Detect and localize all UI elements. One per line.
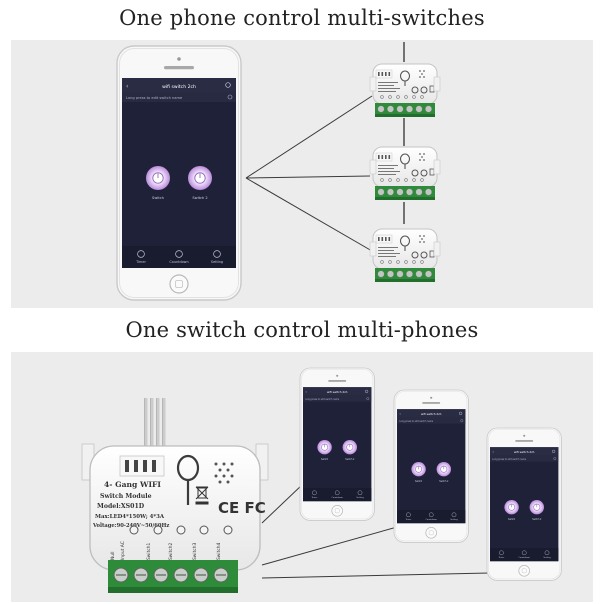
- module-max-label: Max:LED4*150W; 4*3A: [95, 514, 165, 520]
- connection-lines-bottom: [261, 483, 490, 579]
- small-switch-module-3: [369, 228, 441, 283]
- section-title-one-switch: One switch control multi-phones: [125, 318, 479, 342]
- top-phone: [117, 46, 241, 300]
- module-gang-label: 4- Gang WIFI: [104, 480, 161, 489]
- connection-lines-top: [245, 95, 373, 252]
- panel-one-phone: [11, 40, 593, 308]
- bottom-phone-3: [487, 428, 561, 580]
- bottom-phone-1: [300, 368, 374, 520]
- module-voltage-label: Voltage:90-240V~50/60Hz: [92, 523, 169, 529]
- bottom-phone-2: [394, 390, 468, 542]
- terminal-labels: Input AC Null Switch1 Switch2 Switch3 Sw…: [110, 541, 222, 560]
- four-gang-wifi-module: 4- Gang WIFI Switch Module Model:XS01D M…: [81, 443, 269, 593]
- svg-text:Switch1: Switch1: [146, 542, 152, 560]
- terminal-screws: [113, 567, 229, 583]
- module-model-label: Model:XS01D: [97, 503, 145, 510]
- weee-bin-icon: [195, 486, 209, 505]
- terminal-screw-holes: [129, 525, 233, 535]
- module-type-label: Switch Module: [100, 493, 152, 500]
- svg-text:Null: Null: [110, 551, 116, 560]
- svg-text:Switch4: Switch4: [216, 542, 222, 560]
- section-title-one-phone: One phone control multi-switches: [119, 6, 485, 30]
- small-switch-module-1: [369, 63, 441, 118]
- svg-text:Switch2: Switch2: [168, 542, 174, 560]
- svg-text:Input AC: Input AC: [120, 541, 126, 560]
- ce-fc-mark: CE FC: [218, 499, 266, 517]
- small-switch-module-2: [369, 146, 441, 201]
- svg-text:Switch3: Switch3: [192, 542, 198, 560]
